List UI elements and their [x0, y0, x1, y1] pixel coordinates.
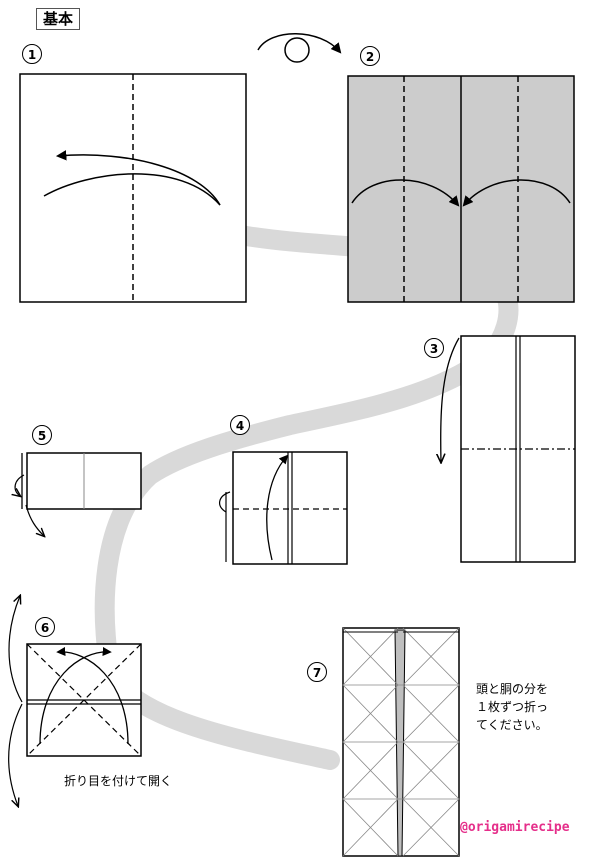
step-6-number: 6 [35, 617, 55, 637]
fold-arc-right [56, 646, 129, 745]
watermark: @origamirecipe [460, 820, 570, 835]
open-arrow-bottom [25, 504, 44, 536]
step-4-number: 4 [230, 415, 250, 435]
step-3-number: 3 [424, 338, 444, 358]
fold-arrow [43, 173, 221, 206]
fold-instruction-line: 頭と胴の分を [476, 682, 549, 696]
open-arrow-up [8, 596, 23, 703]
fold-arrow-left [351, 179, 460, 207]
open-arrow-top [15, 474, 25, 496]
step-4-diagram [219, 451, 348, 565]
fold-arc-left [39, 646, 112, 745]
page-title: 基本 [36, 8, 81, 30]
step-6-diagram [8, 596, 142, 806]
step-7-number: 7 [307, 662, 327, 682]
turn-over-symbol [257, 33, 342, 63]
fold-arrow-right [462, 179, 571, 207]
step-5-diagram [15, 452, 142, 536]
step-2-number: 2 [360, 46, 380, 66]
fold-instruction-line: １枚ずつ折っ [476, 700, 549, 714]
open-arrow-down [8, 703, 23, 806]
step-3-diagram [441, 335, 576, 563]
step-2-diagram [347, 75, 575, 303]
crease-open-note: 折り目を付けて開く [64, 774, 173, 788]
step-5-number: 5 [32, 425, 52, 445]
step-1-number: 1 [22, 44, 42, 64]
fold-arrow [441, 337, 460, 462]
fold-arrow [266, 454, 289, 561]
fold-instruction-note: 頭と胴の分を １枚ずつ折っ てください。 [476, 680, 548, 734]
step-1-diagram [19, 73, 247, 303]
fold-instruction-line: てください。 [476, 718, 548, 732]
step-7-diagram [342, 627, 460, 857]
